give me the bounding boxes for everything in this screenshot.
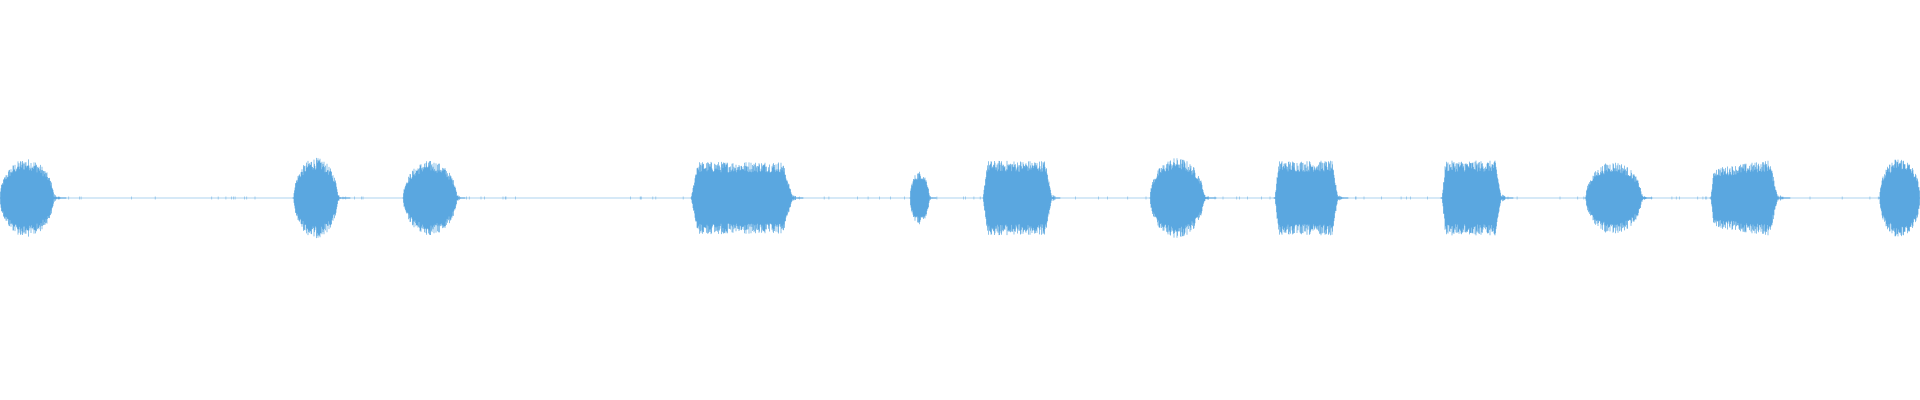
waveform-burst-7	[909, 171, 937, 225]
waveform-burst-3	[292, 157, 351, 239]
waveform-burst-12	[1584, 162, 1653, 234]
waveform-burst-9	[1149, 158, 1217, 238]
waveform-burst-10	[1273, 160, 1349, 236]
waveform-burst-11	[1440, 160, 1514, 236]
waveform-burst-14	[1878, 159, 1920, 237]
waveform-bursts	[0, 157, 1920, 239]
waveform-burst-13	[1709, 160, 1791, 236]
waveform-noise-ticks	[68, 196, 1879, 200]
waveform-burst-4	[402, 161, 466, 235]
waveform-burst-1	[0, 159, 67, 237]
waveform-burst-8	[982, 160, 1061, 236]
waveform-burst-6	[690, 161, 804, 235]
